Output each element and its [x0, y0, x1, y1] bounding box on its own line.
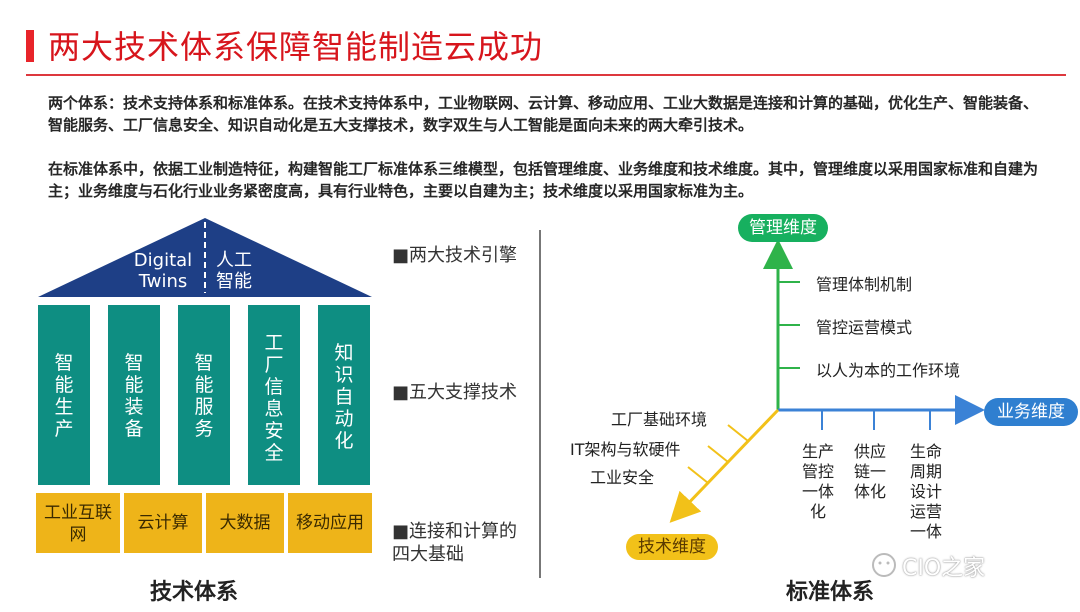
- roof-label-ai: 人工 智能: [216, 250, 252, 292]
- pillar-5-shape: [318, 305, 370, 485]
- pillar-1-shape: [38, 305, 90, 485]
- pillar-smart-equipment: 智能装备: [124, 352, 144, 440]
- base-3-shape: [206, 493, 284, 553]
- base-cloud-computing: 云计算: [137, 513, 189, 533]
- pillar-smart-production: 智能生产: [54, 352, 74, 440]
- management-item-3: 以人为本的工作环境: [816, 361, 961, 380]
- management-item-1: 管理体制机制: [816, 275, 913, 294]
- technology-item-1: 工厂基础环境: [611, 410, 708, 429]
- technology-tick-2: [707, 445, 729, 463]
- roof-label-digital-twins: Digital Twins: [133, 250, 193, 292]
- base-mobile-apps: 移动应用: [296, 513, 364, 533]
- technology-item-3: 工业安全: [590, 468, 655, 487]
- pillar-smart-service: 智能服务: [194, 352, 214, 440]
- tech-system-label: 技术体系: [150, 580, 239, 605]
- technology-item-2: IT架构与软硬件: [570, 440, 681, 459]
- pillar-2-shape: [108, 305, 160, 485]
- pillar-knowledge-automation: 知识自动化: [334, 342, 354, 452]
- base-2-shape: [124, 493, 202, 553]
- title-accent-bar: [26, 30, 34, 62]
- base-industrial-internet: 工业互联 网: [44, 503, 112, 545]
- pillar-3-shape: [178, 305, 230, 485]
- base-1-shape: [36, 493, 120, 553]
- management-item-2: 管控运营模式: [816, 318, 913, 337]
- page-title: 两大技术体系保障智能制造云成功: [48, 28, 544, 66]
- label-two-engines: ■两大技术引擎: [392, 245, 518, 266]
- base-4-shape: [288, 493, 372, 553]
- intro-paragraph-2: 在标准体系中，依据工业制造特征，构建智能工厂标准体系三维模型，包括管理维度、业务…: [48, 160, 1039, 200]
- label-four-foundations: ■连接和计算的 四大基础: [392, 521, 518, 565]
- label-five-supports: ■五大支撑技术: [392, 382, 518, 403]
- watermark-text: CIO之家: [902, 556, 986, 581]
- business-item-3: 生命周期设计运营一体: [909, 442, 942, 541]
- business-item-1: 生产管控一体化: [801, 442, 834, 521]
- wechat-icon: [872, 553, 896, 577]
- management-dimension-badge: 管理维度: [738, 214, 828, 242]
- technology-axis: [669, 408, 780, 523]
- technology-tick-1: [727, 424, 749, 442]
- standard-system-label: 标准体系: [786, 580, 875, 605]
- title-bar: 两大技术体系保障智能制造云成功: [0, 0, 1080, 84]
- intro-paragraph-1: 两个体系：技术支持体系和标准体系。在技术支持体系中，工业物联网、云计算、移动应用…: [48, 94, 1039, 134]
- title-underline: [26, 74, 1066, 76]
- technology-dimension-badge: 技术维度: [626, 534, 718, 560]
- technology-tick-3: [687, 466, 709, 484]
- pillar-4-shape: [248, 305, 300, 485]
- pillar-factory-infosec: 工厂信息安全: [264, 332, 284, 464]
- business-dimension-badge: 业务维度: [984, 398, 1078, 426]
- base-big-data: 大数据: [219, 513, 271, 533]
- business-item-2: 供应链一体化: [853, 442, 886, 501]
